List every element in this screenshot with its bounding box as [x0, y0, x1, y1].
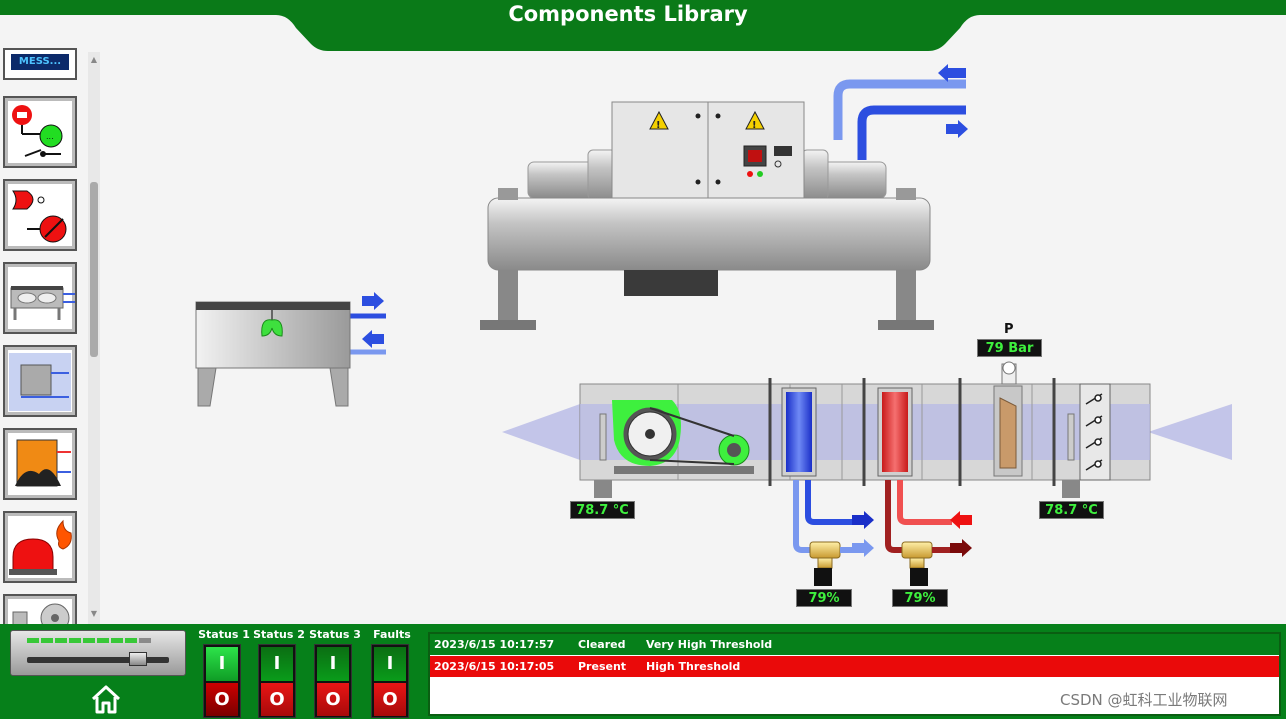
svg-text:!: !: [656, 120, 661, 131]
tank-icon: [9, 353, 71, 411]
alarm-message: High Threshold: [646, 660, 741, 673]
svg-text:!: !: [752, 120, 757, 131]
valve-actuator: [814, 568, 832, 586]
compressor-left: [527, 161, 597, 199]
heating-valve: [901, 541, 950, 586]
scroll-down-arrow-icon[interactable]: ▼: [90, 609, 98, 618]
page-title: Components Library: [508, 2, 748, 26]
status-2-switch: Status 2 I O: [253, 628, 305, 718]
level-slider-panel: [10, 630, 186, 676]
library-item-logic[interactable]: [3, 179, 77, 251]
cooler-flow-arrow-right-icon: [362, 292, 384, 310]
compressor-right: [821, 161, 887, 199]
alarm-state: Cleared: [578, 638, 626, 651]
scroll-up-arrow-icon[interactable]: ▲: [90, 55, 98, 64]
supply-temp-value: 78.7 °C: [570, 501, 635, 519]
faults-off-button[interactable]: O: [374, 683, 406, 716]
status-3-off-button[interactable]: O: [317, 683, 349, 716]
air-filter: [999, 397, 1017, 469]
alarm-row[interactable]: 2023/6/15 10:17:05 Present High Threshol…: [430, 656, 1279, 677]
slider-knob[interactable]: [129, 652, 147, 666]
hot-water-arrow-icon: [950, 511, 972, 529]
valve-actuator: [910, 568, 928, 586]
heating-coil: [882, 392, 908, 472]
faults-on-button[interactable]: I: [374, 647, 406, 681]
chiller-shell: [487, 197, 931, 271]
temp-sensor-right: [1062, 480, 1080, 498]
alarm-time: 2023/6/15 10:17:57: [434, 638, 555, 651]
cooling-coil: [786, 392, 812, 472]
chiller-pipe-return: [833, 79, 966, 140]
library-item-switches[interactable]: ...: [3, 96, 77, 168]
chiller-base-block: [624, 270, 718, 296]
logic-gate-icon: [12, 190, 67, 243]
cooler-flow-arrow-left-icon: [362, 330, 384, 348]
air-cooler: [195, 292, 386, 407]
cooler-fan-icon: [261, 319, 283, 337]
faults-switch: Faults I O: [366, 628, 418, 718]
slider-track[interactable]: [27, 657, 169, 663]
status-1-switch: Status 1 I O: [198, 628, 250, 718]
alarm-message: Very High Threshold: [646, 638, 773, 651]
airflow-out: [1148, 404, 1232, 460]
svg-text:...: ...: [46, 132, 54, 141]
status-2-off-button[interactable]: O: [261, 683, 293, 716]
alarm-state: Present: [578, 660, 627, 673]
chilled-return-arrow-icon: [852, 539, 874, 557]
header: Components Library: [0, 0, 1286, 56]
message-display-label: MESS...: [11, 54, 69, 70]
library-scrollbar[interactable]: ▲ ▼: [88, 52, 100, 624]
library-item-tank[interactable]: [3, 345, 77, 417]
library-item-cooler[interactable]: [3, 262, 77, 334]
boiler-icon: [15, 439, 71, 487]
pressure-label: P: [1004, 322, 1014, 337]
alarm-time: 2023/6/15 10:17:05: [434, 660, 555, 673]
library-item-alarm[interactable]: [3, 511, 77, 583]
bottom-control-bar: Status 1 I O Status 2 I O Status 3 I O F…: [0, 624, 1286, 719]
status-1-off-button[interactable]: O: [206, 683, 238, 716]
status-3-switch: Status 3 I O: [309, 628, 361, 718]
status-1-on-button[interactable]: I: [206, 647, 238, 681]
return-temp-value: 78.7 °C: [1039, 501, 1104, 519]
alarm-beacon-icon: [9, 519, 72, 575]
heating-valve-value: 79%: [892, 589, 948, 607]
watermark: CSDN @虹科工业物联网: [1060, 691, 1228, 709]
cooling-valve-value: 79%: [796, 589, 852, 607]
chiller-flow-arrow-left-icon: [938, 64, 966, 82]
chiller-pipe-supply: [857, 105, 966, 160]
status-2-on-button[interactable]: I: [261, 647, 293, 681]
component-library-sidebar: MESS... ...: [0, 48, 102, 634]
library-item-message[interactable]: MESS...: [3, 48, 77, 80]
header-shape: [0, 0, 1286, 51]
supply-fan: [599, 400, 754, 474]
home-icon[interactable]: [90, 684, 122, 714]
process-scene: ! !: [195, 64, 1232, 586]
chilled-water-arrow-icon: [852, 511, 874, 529]
scroll-thumb[interactable]: [90, 182, 98, 357]
pressure-value: 79 Bar: [977, 339, 1042, 357]
warning-icon: [649, 110, 669, 130]
temp-sensor-left: [594, 480, 612, 498]
chiller-unit: ! !: [480, 64, 968, 330]
alarm-row[interactable]: 2023/6/15 10:17:57 Cleared Very High Thr…: [430, 634, 1279, 655]
cooling-valve: [809, 541, 852, 586]
air-handling-unit: [502, 361, 1232, 586]
hot-return-arrow-icon: [950, 539, 972, 557]
warning-icon: [745, 110, 765, 130]
airflow-in: [502, 404, 580, 460]
cooler-icon: [10, 286, 75, 320]
library-item-boiler[interactable]: [3, 428, 77, 500]
alarm-list[interactable]: 2023/6/15 10:17:57 Cleared Very High Thr…: [428, 632, 1281, 716]
switch-symbols-icon: ...: [12, 105, 63, 157]
chiller-flow-arrow-right-icon: [946, 120, 968, 138]
status-3-on-button[interactable]: I: [317, 647, 349, 681]
